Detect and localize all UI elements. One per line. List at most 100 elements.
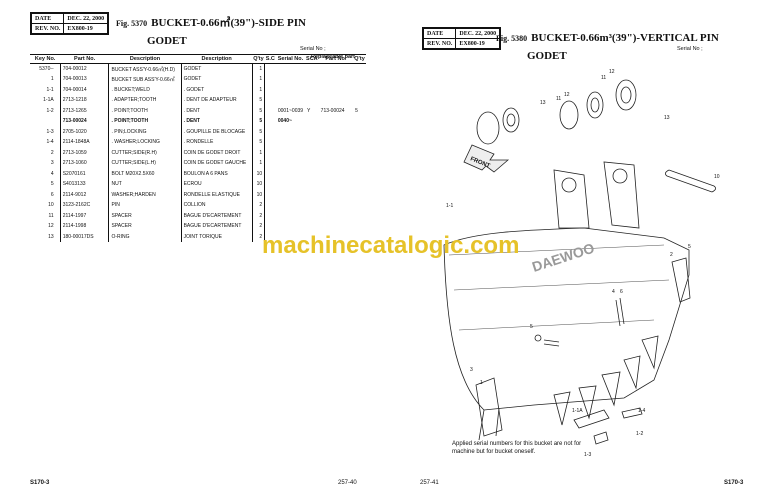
header-qty: Q'ty bbox=[252, 54, 265, 64]
cell-part-no: 2114-9012 bbox=[60, 189, 110, 200]
cell-part-no: 3123-2162C bbox=[60, 200, 110, 211]
cell-description: . BUCKET;WELD bbox=[108, 84, 182, 95]
cell-description-french: . GOUPILLE DE BLOCAGE bbox=[181, 126, 253, 137]
locking-pin bbox=[593, 431, 609, 445]
cell-description: SPACER bbox=[108, 210, 182, 221]
cell-description: BUCKET SUB ASS'Y-0.66㎥ bbox=[108, 74, 182, 85]
cell-replaceable-part-no bbox=[319, 158, 353, 169]
cell-description-french: COLLION bbox=[181, 200, 253, 211]
cell-sc bbox=[265, 64, 276, 75]
cell-sca bbox=[305, 127, 319, 138]
cell-serial-no bbox=[276, 137, 305, 148]
cell-sca bbox=[305, 85, 319, 96]
cell-sc bbox=[265, 169, 276, 180]
cell-replaceable-qty bbox=[353, 179, 366, 190]
cell-serial-no: 0001~0039 bbox=[277, 107, 304, 114]
cell-sca bbox=[305, 179, 319, 190]
cell-sca bbox=[305, 116, 319, 127]
cell-description-french: ECROU bbox=[181, 179, 253, 190]
cell-replaceable-qty bbox=[353, 137, 366, 148]
cell-replaceable-qty bbox=[353, 85, 366, 96]
cell-replaceable-part-no: 713-00024 bbox=[320, 107, 345, 114]
cell-serial-no bbox=[276, 158, 305, 169]
cell-replaceable-part-no bbox=[319, 148, 353, 159]
bolt-4 bbox=[543, 339, 560, 347]
cell-description-french: COIN DE GODET GAUCHE bbox=[181, 158, 253, 169]
parts-table: Key No. Part No. Description Description… bbox=[30, 54, 366, 242]
serial-note: Applied serial numbers for this bucket a… bbox=[452, 441, 582, 455]
bucket-brand-text: DAEWOO bbox=[530, 240, 596, 275]
header-key-no: Key No. bbox=[30, 54, 61, 64]
cell-replaceable-part-no bbox=[319, 127, 353, 138]
cell-key-no: 4 bbox=[30, 168, 61, 179]
cell-key-no: 5 bbox=[30, 179, 61, 190]
cell-part-no: S2070161 bbox=[60, 168, 110, 179]
cell-replaceable-qty bbox=[353, 221, 366, 232]
cell-sc bbox=[265, 106, 276, 117]
o-ring-left bbox=[476, 111, 500, 145]
cell-replaceable-qty bbox=[353, 116, 366, 127]
cell-sc bbox=[265, 116, 276, 127]
cell-replaceable-part-no bbox=[319, 190, 353, 201]
locking-washer bbox=[621, 407, 643, 419]
figure-title-line2: GODET bbox=[527, 50, 567, 62]
cell-sca bbox=[305, 74, 319, 85]
cell-sca bbox=[305, 137, 319, 148]
cell-qty: 1 bbox=[252, 158, 266, 169]
cell-serial-no bbox=[276, 64, 305, 75]
cell-key-no: 5370-- bbox=[30, 63, 61, 74]
cell-replaceable-qty bbox=[353, 148, 366, 159]
bolt-right bbox=[615, 297, 625, 327]
cell-description: PIN bbox=[108, 200, 182, 211]
cell-replaceable-part-no bbox=[319, 179, 353, 190]
cell-replaceable-part-no bbox=[319, 95, 353, 106]
cell-description-french: RONDELLE ELASTIQUE bbox=[181, 189, 253, 200]
cell-serial-no bbox=[276, 148, 305, 159]
cell-description-french: BOULON A 6 PANS bbox=[181, 168, 253, 179]
serial-no-label: Serial No ; bbox=[677, 46, 703, 52]
cell-description: . POINT;TOOTH bbox=[108, 105, 182, 116]
cell-serial-no bbox=[276, 74, 305, 85]
header-part-no: Part No. bbox=[60, 54, 109, 64]
header-description-french: Description bbox=[181, 54, 253, 64]
cell-replaceable-part-no bbox=[319, 74, 353, 85]
serial-no-label: Serial No ; bbox=[300, 46, 326, 52]
spacer-left bbox=[502, 107, 520, 133]
callout-11: 11 bbox=[601, 75, 607, 81]
callout-1-1: 1-1 bbox=[446, 203, 454, 209]
revision-label: REV. NO. bbox=[30, 23, 65, 34]
cell-description-french: JOINT TORIQUE bbox=[181, 231, 253, 242]
cell-replaceable-part-no bbox=[319, 137, 353, 148]
callout-5b: 5 bbox=[530, 324, 533, 330]
cell-sc bbox=[265, 127, 276, 138]
cell-description-french: COIN DE GODET DROIT bbox=[181, 147, 253, 158]
cell-sca: Y bbox=[307, 107, 311, 114]
cell-sc bbox=[265, 158, 276, 169]
revision-value: EX800-19 bbox=[63, 23, 109, 34]
pin-10 bbox=[665, 169, 716, 193]
cell-part-no: 2114-1997 bbox=[60, 210, 110, 221]
cell-serial-no bbox=[276, 190, 305, 201]
cell-qty: 1 bbox=[252, 63, 266, 74]
cell-description-french: . RONDELLE bbox=[181, 137, 253, 148]
cell-part-no: 2713-1059 bbox=[60, 147, 110, 158]
cell-key-no: 10 bbox=[30, 200, 61, 211]
cell-replaceable-qty bbox=[353, 95, 366, 106]
callout-13b: 13 bbox=[664, 115, 670, 121]
table-header-row: Key No. Part No. Description Description… bbox=[30, 54, 366, 64]
cell-replaceable-qty bbox=[353, 200, 366, 211]
cell-part-no: 2114-1998 bbox=[60, 221, 110, 232]
figure-number: Fig. 5380 bbox=[496, 34, 528, 43]
cell-description-french: . DENT bbox=[181, 116, 253, 127]
cell-part-no: 2705-1020 bbox=[60, 126, 110, 137]
